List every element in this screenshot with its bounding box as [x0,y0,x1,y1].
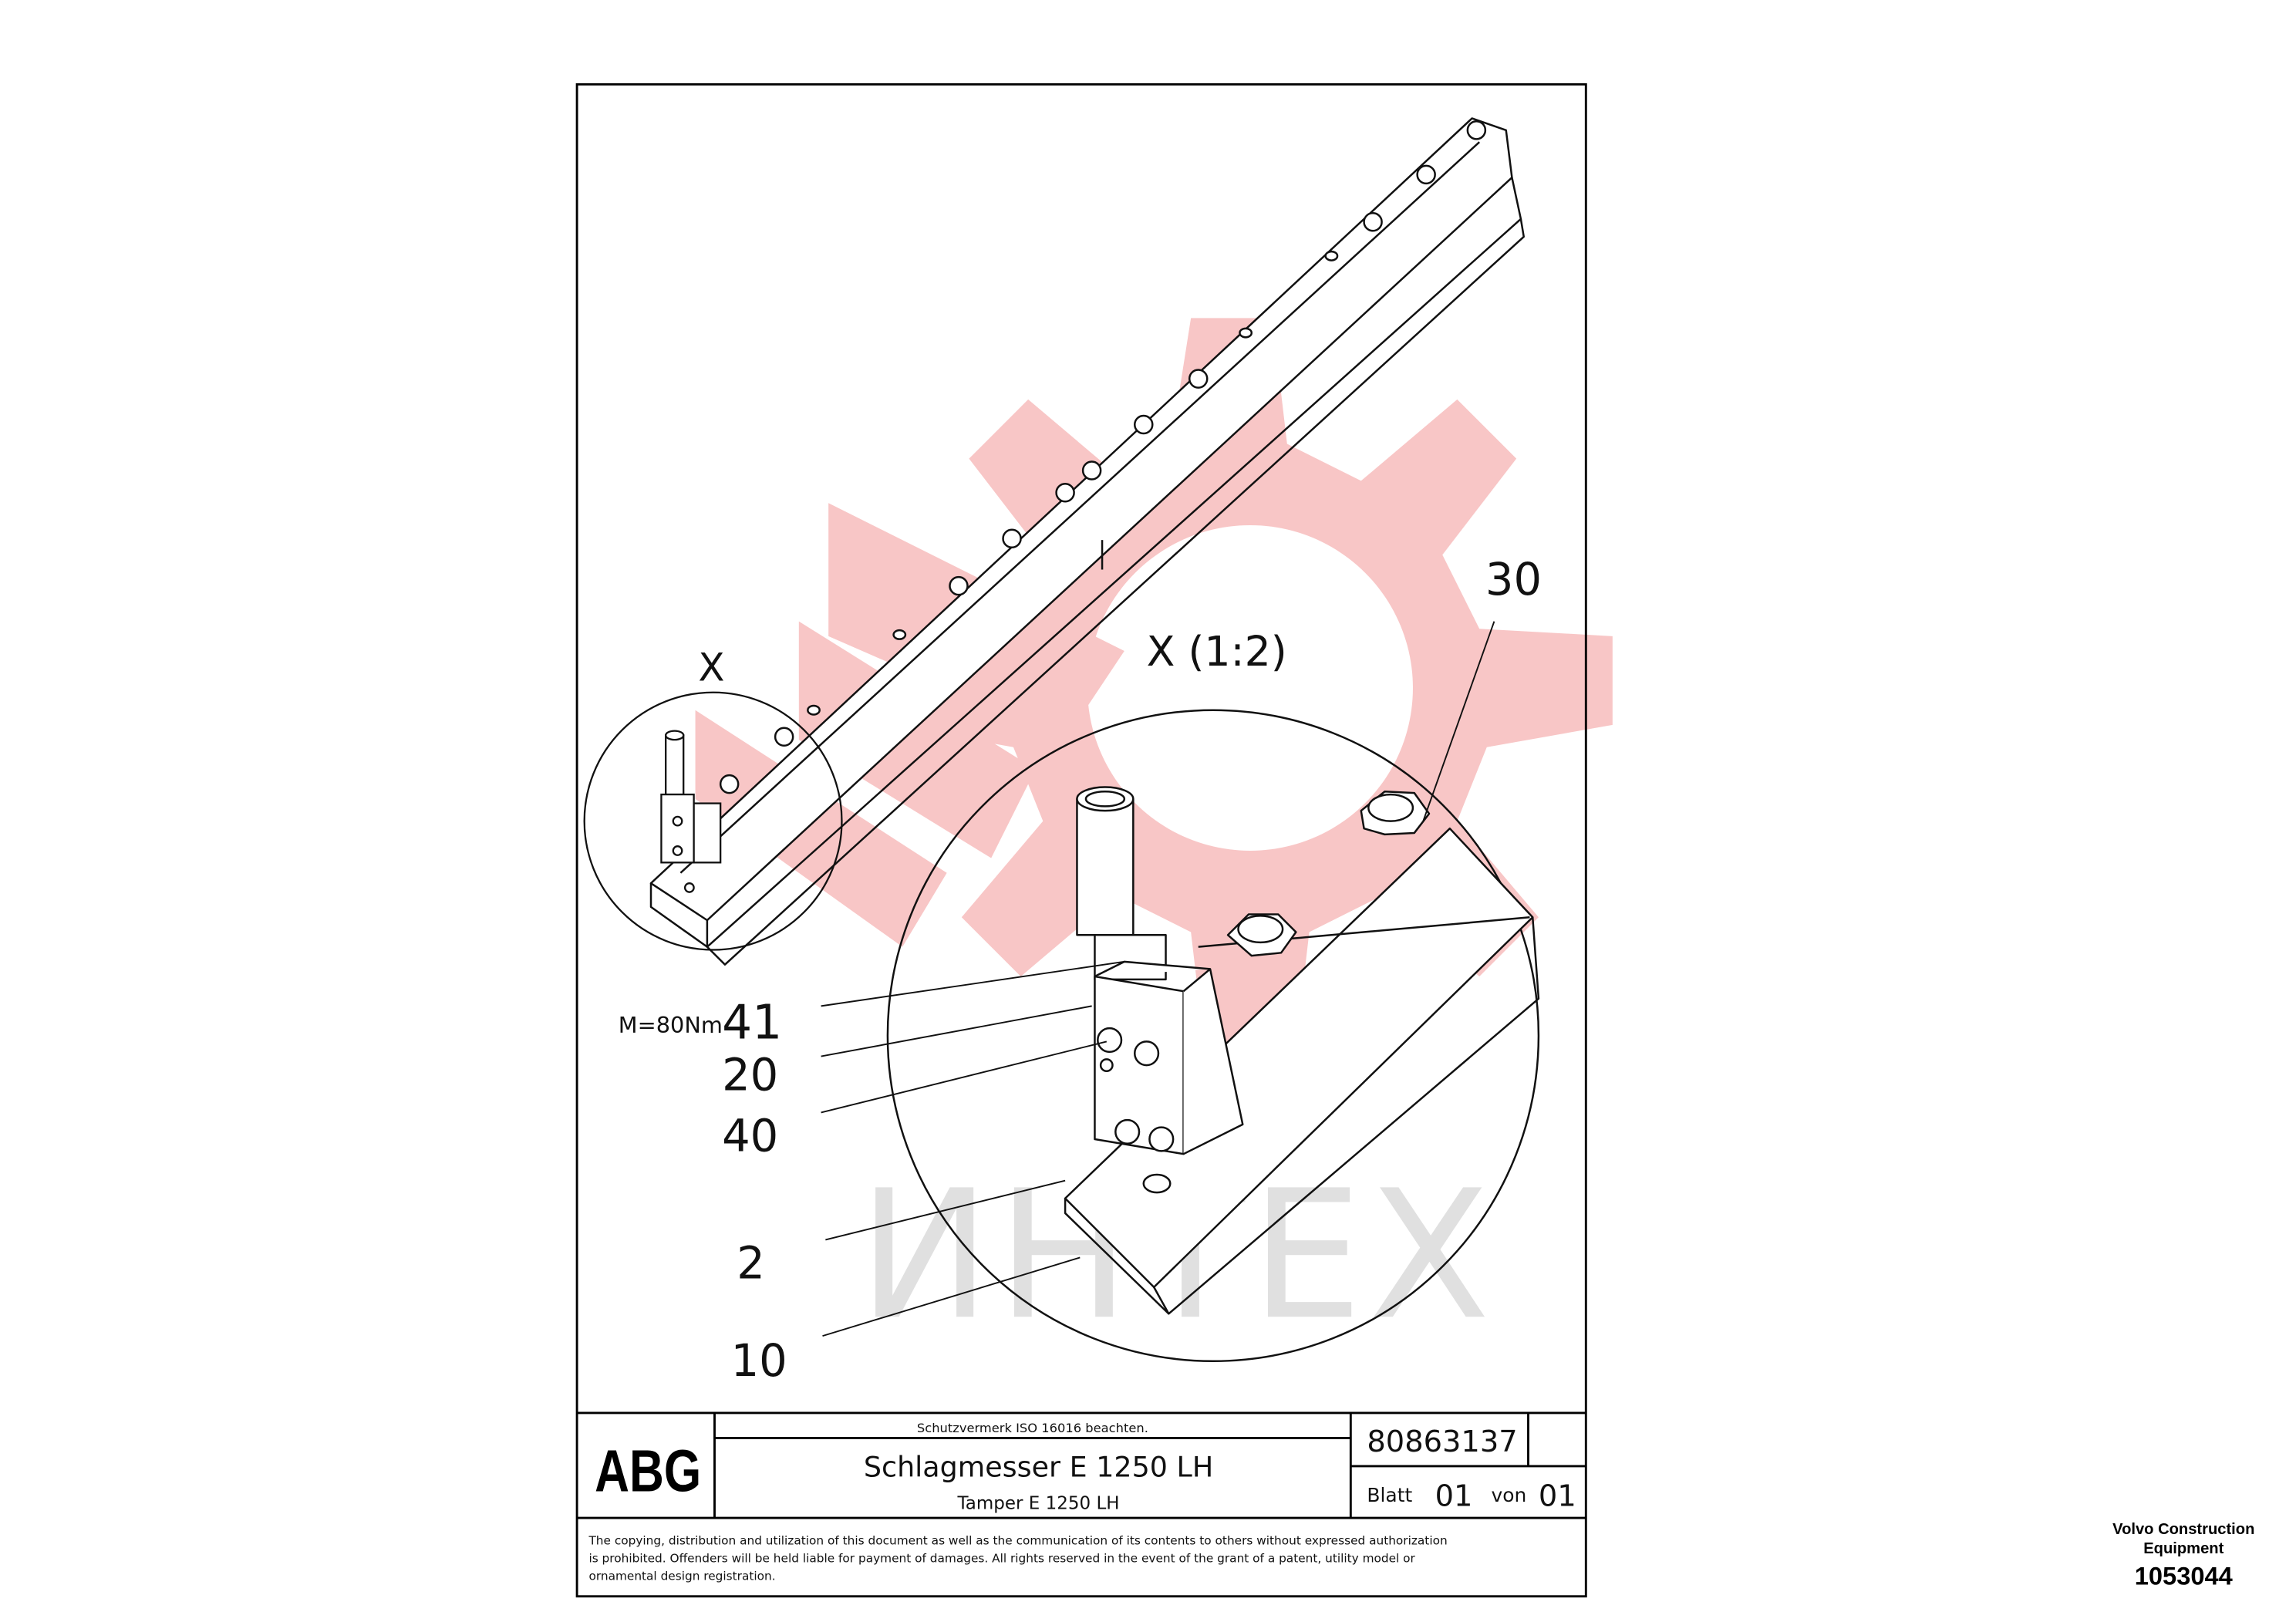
bar-bolts [719,120,1487,794]
sheet-label: Blatt [1367,1484,1412,1506]
sheet-number: 01 [1435,1479,1473,1514]
item-number-2: 2 [737,1237,765,1289]
torque-note: M=80Nm [619,1012,723,1038]
title-de: Schlagmesser E 1250 LH [864,1450,1213,1483]
item-number-10: 10 [731,1335,787,1387]
drawing-number: 80863137 [1367,1425,1517,1459]
leader-lines [821,621,1495,1337]
detail-circle-small [583,691,843,951]
item-number-40: 40 [722,1110,778,1162]
abg-logo: ABG [595,1439,701,1505]
item-number-20: 20 [722,1050,778,1101]
title-block [577,1411,1586,1519]
detail-mark: X [698,645,724,690]
disclaimer-line-2: is prohibited. Offenders will be held li… [588,1552,1415,1566]
detail-view [886,709,1540,1362]
sheet-total: 01 [1539,1479,1576,1514]
drawing-frame [575,83,1587,1598]
disclaimer-line-1: The copying, distribution and utilizatio… [588,1534,1447,1548]
disclaimer-line-3: ornamental design registration. [588,1570,775,1583]
publisher-number: 1053044 [2134,1562,2233,1591]
title-en: Tamper E 1250 LH [957,1494,1120,1514]
publisher-line-2: Equipment [2143,1539,2224,1558]
of-label: von [1492,1484,1527,1506]
item-number-30: 30 [1485,554,1542,605]
publisher-line-1: Volvo Construction [2112,1520,2255,1539]
tamper-bar [649,117,1525,966]
protection-note: Schutzvermerk ISO 16016 beachten. [917,1421,1148,1435]
detail-view-label: X (1:2) [1147,627,1287,676]
publisher-block: Volvo Construction Equipment 1053044 [2071,1521,2296,1592]
item-number-41: 41 [722,996,782,1050]
